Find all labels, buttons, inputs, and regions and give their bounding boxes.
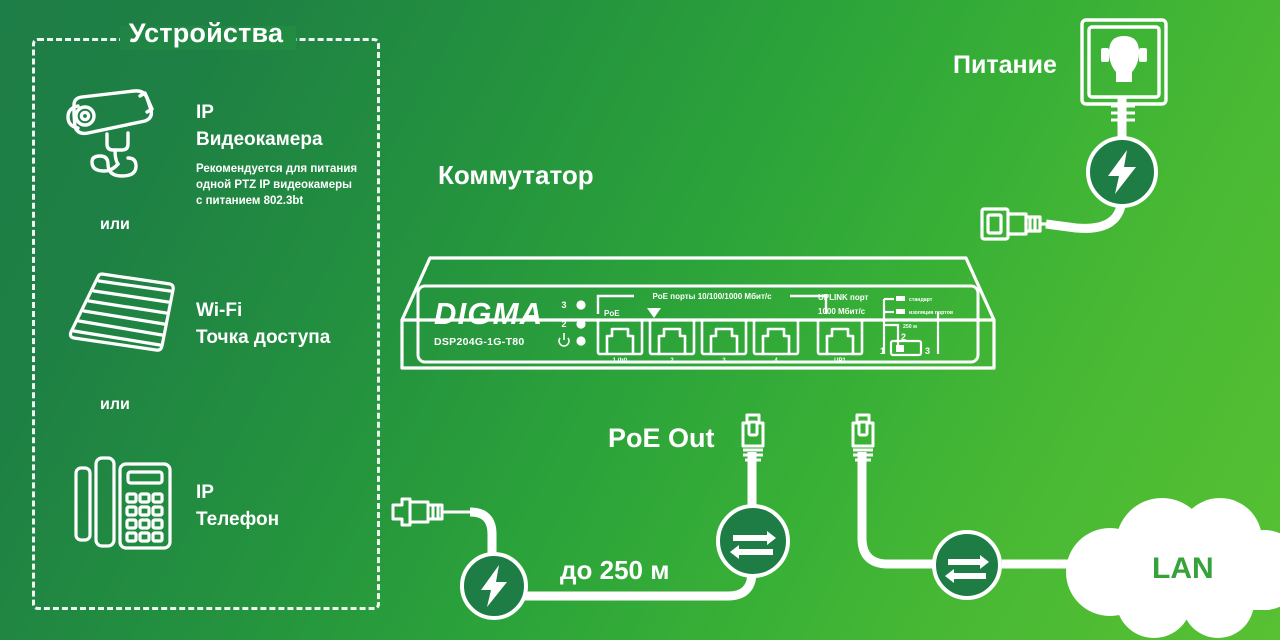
device-label-line1: Wi-Fi	[196, 300, 243, 321]
power-title: Питание	[953, 51, 1057, 79]
dip-label-250m: 250 м	[903, 324, 917, 330]
svg-text:2: 2	[670, 358, 674, 364]
device-label-line2: Точка доступа	[196, 327, 331, 348]
uplink-label-line1: UPLINK порт	[818, 293, 869, 302]
switch-brand: DIGMA	[434, 296, 543, 331]
wall-socket-icon	[1076, 14, 1172, 115]
device-note-line2: одной PTZ IP видеокамеры	[196, 179, 352, 191]
switch-port-labels: 1 (bt) 2 3 4 UP1	[613, 358, 847, 364]
device-item-wifi-ap: Wi-Fi Точка доступа	[52, 266, 382, 376]
power-cable-ferrite	[1111, 104, 1135, 122]
device-note-line1: Рекомендуется для питания	[196, 163, 358, 175]
ip-camera-icon	[52, 76, 172, 191]
device-item-ip-phone: IP Телефон	[52, 446, 382, 566]
poe-group-label: PoE порты 10/100/1000 Мбит/с	[652, 292, 772, 301]
svg-text:UP1: UP1	[834, 358, 846, 364]
dc-power-plug-icon	[978, 200, 1064, 253]
svg-text:3: 3	[925, 346, 930, 356]
device-item-ip-camera: IP Видеокамера Рекомендуется для питания…	[52, 76, 382, 207]
device-note-line3: с питанием 802.3bt	[196, 195, 304, 207]
power-bolt-badge	[1084, 134, 1160, 215]
data-link-badge-poe	[714, 502, 792, 585]
device-label-line1: IP	[196, 102, 214, 123]
switch-led-group: 3 2	[558, 300, 586, 347]
switch-model: DSP204G-1G-T80	[434, 336, 525, 348]
network-switch: DIGMA DSP204G-1G-T80 3 2 PoE порты 10/10…	[398, 228, 998, 388]
device-note: Рекомендуется для питания одной PTZ IP в…	[196, 161, 386, 209]
switch-title: Коммутатор	[438, 160, 594, 190]
ip-phone-icon	[70, 450, 180, 561]
svg-text:1 (bt): 1 (bt)	[613, 358, 628, 364]
lan-cloud	[1058, 498, 1280, 640]
poe-arrow-icon	[647, 308, 661, 318]
dip-switch-block: стандарт изоляция портов 250 м 1 2 3	[880, 296, 953, 357]
device-label-line2: Видеокамера	[196, 129, 323, 150]
device-label-line2: Телефон	[196, 509, 280, 530]
svg-text:3: 3	[561, 300, 566, 310]
poe-power-badge	[458, 550, 530, 627]
uplink-label-line2: 1000 Мбит/с	[818, 307, 866, 316]
or-separator-2: или	[100, 396, 130, 413]
svg-text:2: 2	[561, 319, 566, 329]
wifi-access-point-icon	[58, 266, 178, 367]
dip-label-isolation: изоляция портов	[909, 310, 953, 316]
lan-label: LAN	[1152, 552, 1214, 585]
devices-title-backdrop	[120, 26, 296, 50]
svg-text:4: 4	[774, 358, 778, 364]
data-link-badge-uplink	[930, 528, 1004, 607]
poe-badge-label: PoE	[604, 309, 620, 318]
rj45-plug-uplink	[844, 412, 882, 469]
svg-text:2: 2	[901, 332, 906, 342]
or-separator-1: или	[100, 216, 130, 233]
svg-text:3: 3	[722, 358, 726, 364]
dip-label-standard: стандарт	[909, 297, 933, 303]
device-label-line1: IP	[196, 482, 214, 503]
rj45-plug-poe-out	[734, 412, 772, 469]
device-cable-plug-icon	[388, 492, 478, 537]
svg-text:1: 1	[880, 346, 885, 356]
devices-panel-title: Устройства	[128, 18, 284, 48]
distance-label: до 250 м	[560, 555, 670, 585]
poe-out-title: PoE Out	[608, 423, 715, 453]
